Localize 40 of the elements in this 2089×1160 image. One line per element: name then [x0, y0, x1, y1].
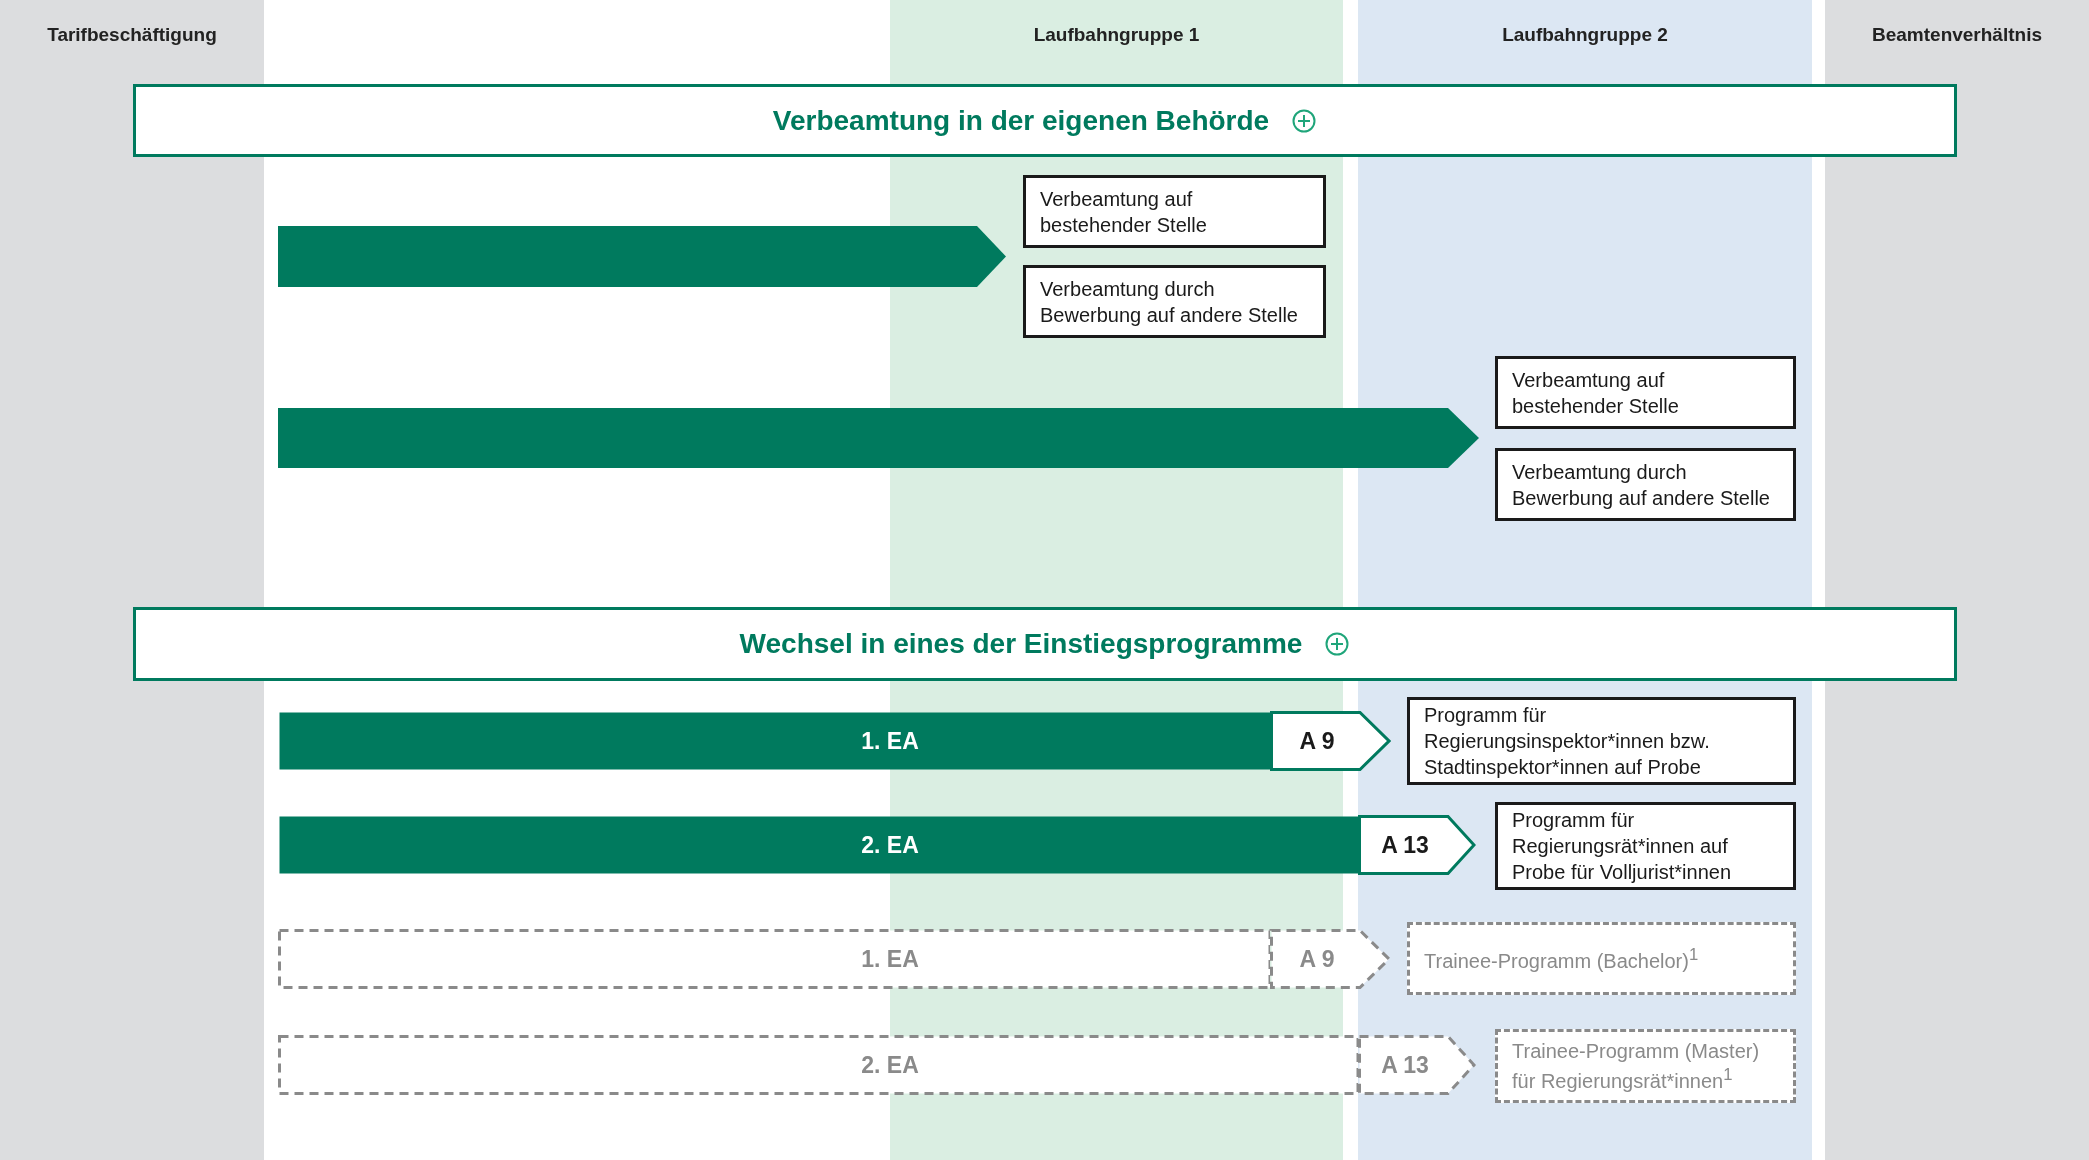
bar-label: 1. EA — [861, 727, 919, 755]
bar-label: 1. EA — [861, 945, 919, 973]
column-heading: Tarifbeschäftigung — [46, 24, 218, 46]
section-banner — [133, 84, 1957, 157]
program-box — [1023, 265, 1326, 338]
grade-label: A 9 — [1299, 727, 1335, 755]
section-title: Wechsel in eines der Einstiegsprogramme — [739, 628, 1303, 660]
program-box — [1407, 697, 1796, 785]
arrow-bar — [278, 408, 1479, 468]
dashed-arrow-tab — [1358, 1035, 1476, 1095]
box-text: Trainee-Programm (Bachelor)$^{1}$ — [1424, 943, 1699, 974]
arrow-bar — [278, 226, 1006, 287]
section-title: Verbeamtung in der eigenen Behörde — [772, 104, 1270, 137]
box-text: Verbeamtung durch Bewerbung auf andere Stelle — [1040, 276, 1299, 328]
bar — [278, 815, 1358, 875]
program-box — [1495, 448, 1796, 521]
program-box — [1495, 802, 1796, 890]
box-text: Verbeamtung durch Bewerbung auf andere Stelle — [1512, 459, 1771, 511]
program-box — [1495, 356, 1796, 429]
section-banner — [133, 607, 1957, 681]
box-text: Verbeamtung auf bestehender Stelle — [1040, 186, 1208, 238]
program-box — [1023, 175, 1326, 248]
box-text: Trainee-Programm (Master) für Regierungsrät*innen$^{1}$ — [1512, 1039, 1761, 1094]
box-text: Programm für Regierungsinspektor*innen bzw. Stadtinspektor*innen auf Probe — [1424, 703, 1711, 780]
column-band — [0, 0, 264, 1160]
bar-label: 2. EA — [861, 831, 919, 859]
grade-label: A 13 — [1381, 831, 1429, 859]
column-heading: Laufbahngruppe 2 — [1501, 24, 1669, 46]
column-band — [1825, 0, 2089, 1160]
grade-label: A 9 — [1299, 945, 1335, 973]
column-heading: Beamtenverhältnis — [1871, 24, 2043, 46]
box-text: Programm für Regierungsrät*innen auf Probe für Volljurist*innen — [1512, 808, 1732, 885]
bar-label: 2. EA — [861, 1051, 919, 1079]
column-heading: Laufbahngruppe 1 — [1032, 24, 1201, 46]
bar — [278, 711, 1270, 771]
grade-label: A 13 — [1381, 1051, 1429, 1079]
dashed-program-box — [1407, 922, 1796, 995]
box-text: Verbeamtung auf bestehender Stelle — [1512, 367, 1680, 419]
dashed-program-box — [1495, 1029, 1796, 1103]
arrow-tab — [1358, 815, 1476, 875]
